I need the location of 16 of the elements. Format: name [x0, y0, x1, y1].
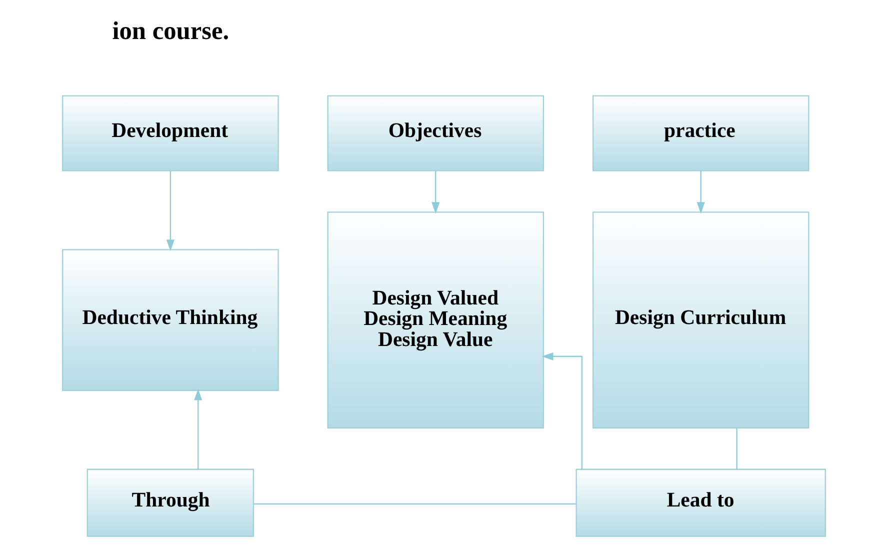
- node-box: Deductive Thinking: [62, 249, 278, 391]
- arrow: [541, 352, 582, 470]
- arrow: [194, 388, 202, 470]
- label: ion course.: [112, 16, 229, 45]
- arrow: [431, 171, 440, 214]
- node-box: practice: [592, 95, 809, 172]
- node-box: Objectives: [326, 95, 544, 172]
- connector: [736, 428, 737, 470]
- node-box: Design Curriculum: [592, 212, 809, 428]
- arrow: [696, 171, 704, 214]
- node-box: Lead to: [575, 468, 826, 537]
- arrow: [166, 171, 174, 252]
- node-box: Design Valued Design Meaning Design Value: [326, 212, 544, 428]
- node-box: Through: [86, 468, 254, 537]
- node-box: Development: [62, 95, 278, 172]
- connector: [253, 503, 576, 505]
